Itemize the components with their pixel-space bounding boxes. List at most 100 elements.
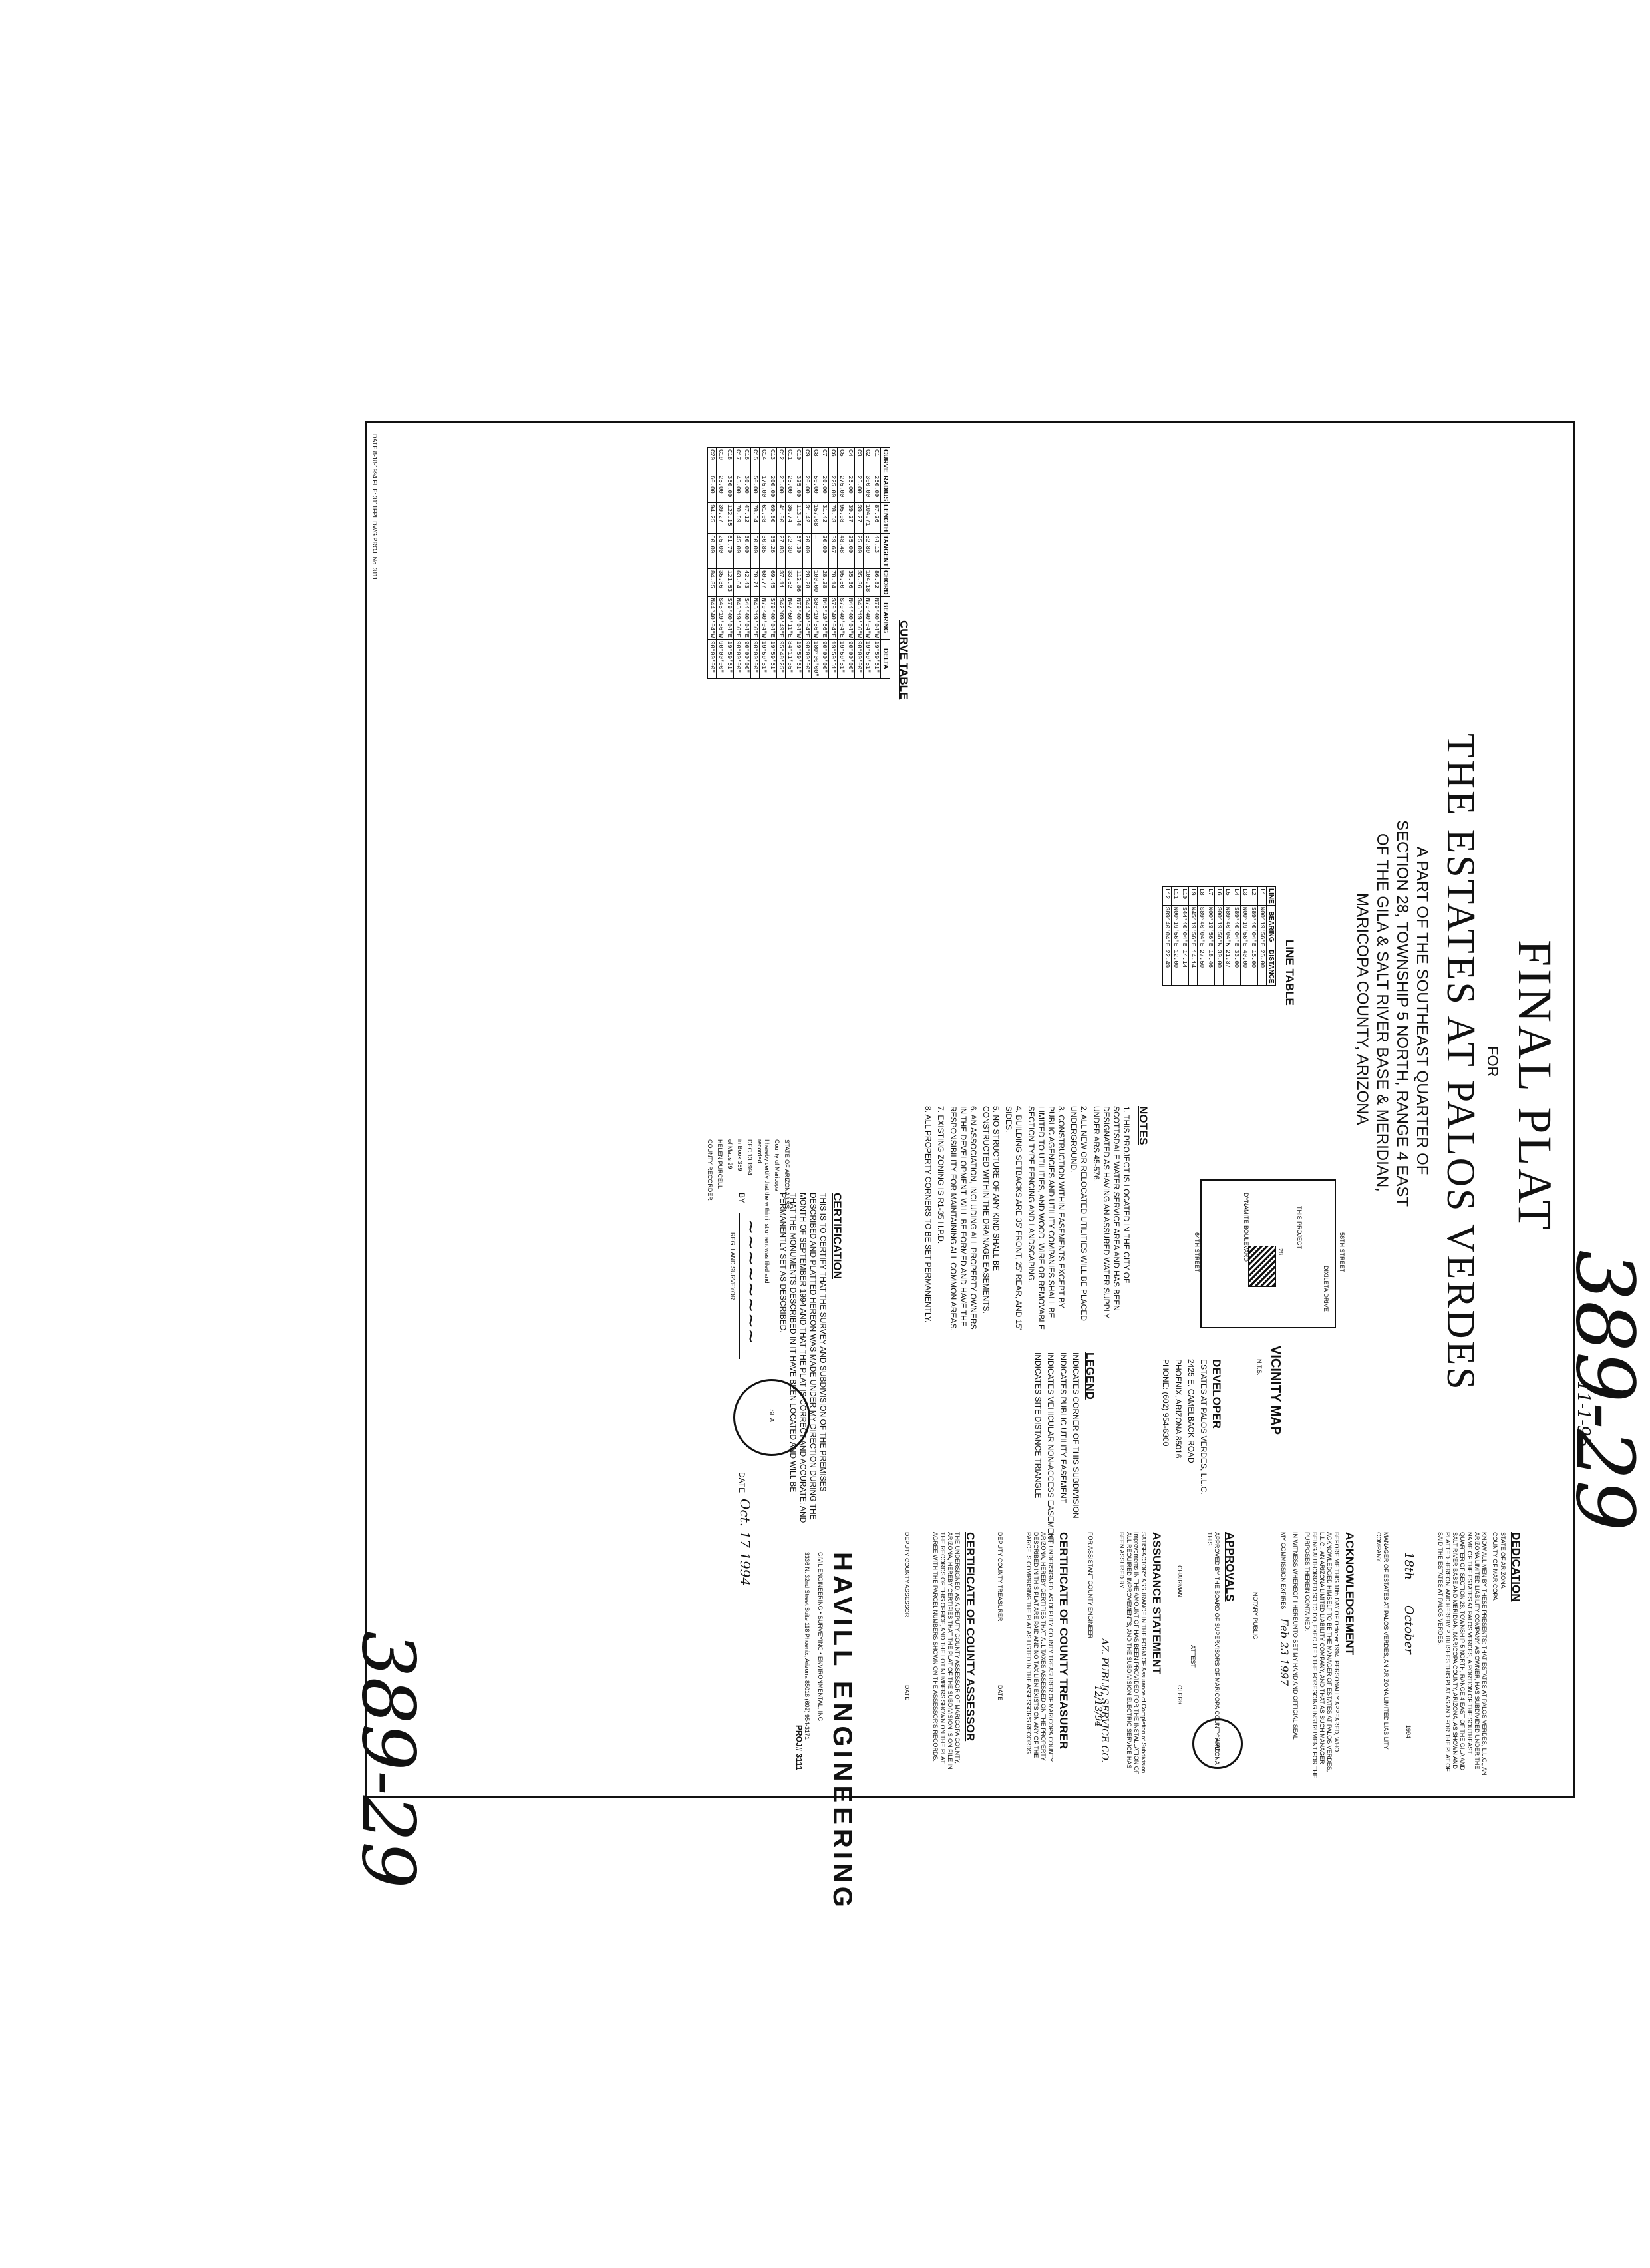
treasurer-date-label: DATE [997, 1685, 1003, 1701]
curve-table-cell: 61.70 [725, 533, 734, 569]
recording-line: HELEN PURCELL [717, 1139, 723, 1189]
curve-table-cell: 37.11 [776, 568, 786, 597]
curve-table-cell: 19°59'51" [872, 639, 881, 679]
certification-by: BY [737, 1193, 746, 1204]
curve-table-cell: 104.71 [863, 502, 872, 534]
curve-table-cell: S42°09'49"E [776, 596, 786, 640]
curve-table-cell: 122.15 [725, 502, 734, 534]
line-table-title: LINE TABLE [1283, 940, 1296, 1006]
curve-table-cell: 90°00'00" [750, 639, 760, 679]
line-table-cell: 14.14 [1188, 948, 1198, 986]
curve-table-cell: C13 [768, 447, 777, 474]
curve-table-cell: 45.00 [733, 533, 742, 569]
curve-table-cell: S79°40'04"E [725, 596, 734, 640]
curve-table-cell: 28.28 [820, 568, 829, 597]
engineer-address: 3336 N. 32nd Street Suite 118 Phoenix, A… [804, 1552, 810, 1740]
line-table-cell: 25.00 [1257, 948, 1267, 986]
acknowledgement-title: ACKNOWLEDGEMENT [1343, 1532, 1356, 1656]
board-seal: SEAL [1192, 1718, 1243, 1769]
surveyor-signature-line [739, 1213, 740, 1359]
curve-table-cell: C8 [811, 447, 820, 474]
curve-table-cell: 90°00'00" [716, 639, 725, 679]
line-table-cell: 22.49 [1162, 948, 1172, 986]
curve-table-cell: 25.00 [846, 533, 855, 569]
line-table-cell: N00°19'56"E [1171, 905, 1180, 948]
plat-location-line-1: A PART OF THE SOUTHEAST QUARTER OF [1413, 847, 1431, 1175]
curve-table-cell: 27.83 [776, 533, 786, 569]
curve-table-cell: 250.00 [872, 474, 881, 503]
curve-table-cell: 61.08 [759, 502, 768, 534]
curve-table-cell: 78.14 [828, 568, 838, 597]
curve-table-cell: 84.85 [707, 568, 717, 597]
line-table-cell: S44°40'04"E [1180, 905, 1189, 948]
developer-line: ESTATES AT PALOS VERDES, L.L.C. [1199, 1359, 1208, 1495]
assurance-date: 12/13/94 [1092, 1685, 1103, 1727]
curve-table-cell: 78.53 [828, 502, 838, 534]
curve-table-cell: 50.00 [811, 474, 820, 503]
line-table-header-cell: DISTANCE [1266, 948, 1276, 986]
approvals-attest: ATTEST [1190, 1645, 1196, 1668]
curve-table-cell: S44°40'04"E [742, 596, 751, 640]
curve-table-header-cell: CHORD [880, 568, 890, 597]
plat-content: FINAL PLAT FOR THE ESTATES AT PALOS VERD… [365, 421, 1575, 1911]
curve-table-cell: 275.00 [837, 474, 846, 503]
plat-subdivision-name: THE ESTATES AT PALOS VERDES [1439, 733, 1483, 1392]
curve-table-cell: 20.00 [802, 474, 812, 503]
curve-table-header-cell: TANGENT [880, 533, 890, 569]
developer-title: DEVELOPER [1210, 1359, 1223, 1429]
surveyor-seal: SEAL [733, 1379, 810, 1456]
curve-table-cell: 90°00'00" [707, 639, 717, 679]
curve-table-header-cell: CURVE [880, 447, 890, 474]
curve-table-cell: 60.77 [759, 568, 768, 597]
assessor-title: CERTIFICATE OF COUNTY ASSESSOR [964, 1532, 977, 1742]
line-table-cell: S89°40'04"E [1232, 905, 1241, 948]
approvals-clerk: CLERK [1176, 1685, 1183, 1706]
line-table-header-cell: BEARING [1266, 905, 1276, 948]
acknowledgement-text: BEFORE ME THIS 18th DAY OF October 1994,… [1304, 1532, 1340, 1778]
legend-title: LEGEND [1084, 1352, 1096, 1400]
line-table-cell: N45°19'56"E [1188, 905, 1198, 948]
line-table-cell: N00°19'56"E [1206, 905, 1215, 948]
curve-table-cell: N45°19'56"E [733, 596, 742, 640]
curve-table-cell: C3 [854, 447, 864, 474]
line-table-cell: L7 [1206, 886, 1215, 906]
curve-table-cell: 25.00 [854, 533, 864, 569]
curve-table-cell: N79°40'04"W [863, 596, 872, 640]
curve-table-cell: 90°00'00" [854, 639, 864, 679]
approvals-title: APPROVALS [1224, 1532, 1236, 1602]
note-item: 1. THIS PROJECT IS LOCATED IN THE CITY O… [1092, 1106, 1131, 1319]
curve-table-cell: 300.00 [863, 474, 872, 503]
curve-table-cell: 25.00 [785, 474, 794, 503]
line-table-cell: S89°40'04"E [1197, 905, 1206, 948]
curve-table-cell: 70.71 [750, 568, 760, 597]
dedication-title: DEDICATION [1510, 1532, 1522, 1602]
certification-title: CERTIFICATION [831, 1193, 844, 1280]
surveyor-signature: ~~~~~~~~ [741, 1219, 762, 1344]
curve-table-cell: S44°40'04"E [802, 596, 812, 640]
line-table-cell: L10 [1180, 886, 1189, 906]
legend-item: INDICATES SITE DISTANCE TRIANGLE [1033, 1352, 1043, 1499]
curve-table-cell: — [811, 533, 820, 569]
assessor-date-label: DATE [904, 1685, 910, 1701]
curve-table-cell: S79°40'04"E [828, 596, 838, 640]
curve-table-cell: C11 [785, 447, 794, 474]
curve-table-cell: 95.50 [837, 568, 846, 597]
line-table-cell: L12 [1162, 886, 1172, 906]
curve-table-cell: 78.54 [750, 502, 760, 534]
curve-table-cell: N79°40'04"W [794, 596, 803, 640]
curve-table-cell: 39.67 [828, 533, 838, 569]
acknowledgement-witness: IN WITNESS WHEREOF I HEREUNTO SET MY HAN… [1292, 1532, 1299, 1740]
dedication-manager: MANAGER OF ESTATES AT PALOS VERDES, AN A… [1375, 1532, 1389, 1750]
notes-title: NOTES [1137, 1106, 1150, 1145]
dedication-state: STATE OF ARIZONA [1500, 1532, 1506, 1589]
treasurer-role: DEPUTY COUNTY TREASURER [997, 1532, 1003, 1622]
